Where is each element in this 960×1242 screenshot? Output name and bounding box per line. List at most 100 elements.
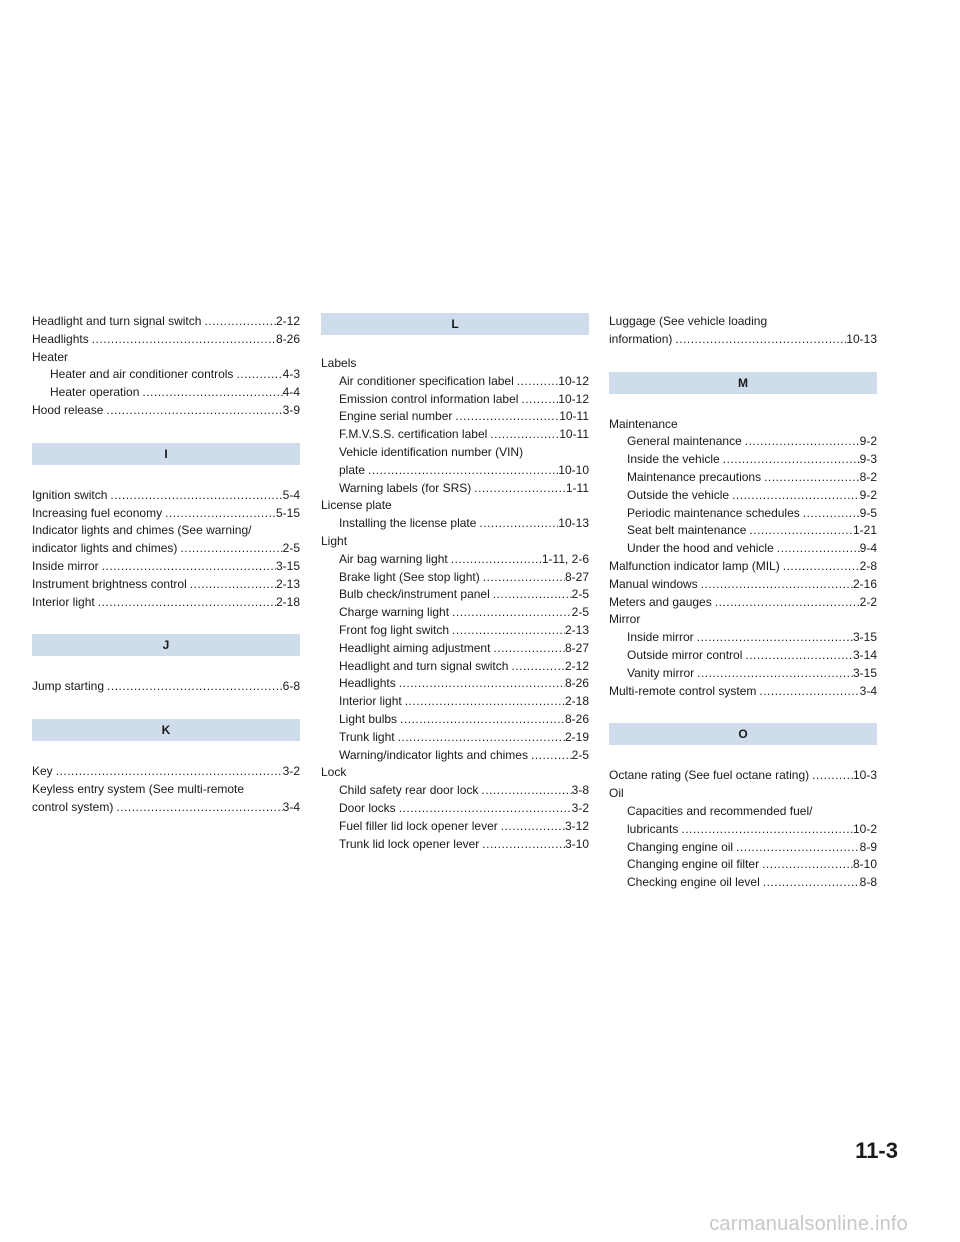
index-entry-page: 10-12 bbox=[558, 373, 589, 388]
index-letter-heading: M bbox=[609, 371, 877, 394]
dot-leader bbox=[774, 540, 860, 558]
index-entry-label: lubricants bbox=[627, 821, 679, 836]
index-entry-page: 1-21 bbox=[852, 523, 877, 538]
index-entry-label: Under the hood and vehicle bbox=[627, 541, 774, 556]
index-entry: Multi-remote control system3-4 bbox=[609, 683, 877, 701]
dot-leader bbox=[490, 586, 572, 604]
index-entry: Changing engine oil8-9 bbox=[609, 839, 877, 857]
index-entry-label: Headlights bbox=[339, 676, 396, 691]
index-entry-label: Malfunction indicator lamp (MIL) bbox=[609, 558, 780, 573]
index-entry-label: Octane rating (See fuel octane rating) bbox=[609, 768, 810, 783]
index-entry-label: Inside mirror bbox=[627, 630, 694, 645]
dot-leader bbox=[449, 622, 565, 640]
index-entry-page: 8-26 bbox=[564, 711, 589, 726]
index-entry-label: Brake light (See stop light) bbox=[339, 569, 480, 584]
dot-leader bbox=[452, 408, 559, 426]
index-entry-label: Inside mirror bbox=[32, 558, 99, 573]
dot-leader bbox=[487, 426, 559, 444]
index-column-1: Headlight and turn signal switch2-12Head… bbox=[32, 313, 300, 817]
index-entry-page: 10-11 bbox=[559, 427, 589, 442]
index-entry: indicator lights and chimes)2-5 bbox=[32, 540, 300, 558]
dot-leader bbox=[162, 505, 276, 523]
index-entry-label: Heater operation bbox=[50, 385, 140, 400]
dot-leader bbox=[800, 505, 860, 523]
index-entry-page: 2-12 bbox=[564, 658, 589, 673]
index-entry-page: 10-10 bbox=[558, 462, 589, 477]
index-entry-label: Manual windows bbox=[609, 576, 698, 591]
index-entry-label: Bulb check/instrument panel bbox=[339, 587, 490, 602]
index-entry: Air conditioner specification label10-12 bbox=[321, 373, 589, 391]
index-entry-page: 9-4 bbox=[859, 541, 877, 556]
index-entry-page: 1-11 bbox=[565, 480, 589, 495]
index-entry: plate10-10 bbox=[321, 462, 589, 480]
index-entry-page: 9-2 bbox=[859, 487, 877, 502]
index-entry-label: Ignition switch bbox=[32, 487, 108, 502]
index-column-3: Luggage (See vehicle loading information)… bbox=[609, 313, 877, 892]
index-entry-page: 2-2 bbox=[859, 594, 877, 609]
index-letter-heading: K bbox=[32, 719, 300, 742]
dot-leader bbox=[104, 678, 283, 696]
index-entry-label: Front fog light switch bbox=[339, 622, 450, 637]
index-entry: Trunk lid lock opener lever3-10 bbox=[321, 836, 589, 854]
index-entry: information)10-13 bbox=[609, 331, 877, 349]
index-entry: Under the hood and vehicle 9-4 bbox=[609, 540, 877, 558]
index-entry-label: F.M.V.S.S. certification label bbox=[339, 427, 488, 442]
dot-leader bbox=[448, 551, 542, 569]
dot-leader bbox=[742, 433, 860, 451]
index-entry-page: 8-2 bbox=[859, 469, 877, 484]
footer-watermark: carmanualsonline.info bbox=[709, 1213, 908, 1235]
index-entry-label: Interior light bbox=[32, 594, 95, 609]
index-entry-page: 9-2 bbox=[859, 434, 877, 449]
index-entry-page: 8-8 bbox=[859, 875, 877, 890]
index-entry: Engine serial number10-11 bbox=[321, 408, 589, 426]
index-entry-page: 2-8 bbox=[859, 558, 877, 573]
index-entry-page: 2-5 bbox=[571, 747, 589, 762]
index-entry: Outside the vehicle9-2 bbox=[609, 487, 877, 505]
index-entry-label: Key bbox=[32, 764, 53, 779]
index-entry: Maintenance precautions8-2 bbox=[609, 469, 877, 487]
index-term: Lock bbox=[321, 765, 347, 780]
dot-leader bbox=[733, 839, 860, 857]
index-entry-page: 2-5 bbox=[282, 541, 300, 556]
index-entry-page: 8-10 bbox=[852, 857, 877, 872]
index-entry: Bulb check/instrument panel2-5 bbox=[321, 586, 589, 604]
index-letter-heading: I bbox=[32, 442, 300, 465]
index-term: Luggage (See vehicle loading bbox=[609, 314, 768, 328]
index-entry-page: 5-15 bbox=[275, 505, 300, 520]
dot-leader bbox=[694, 665, 853, 683]
index-entry-label: Increasing fuel economy bbox=[32, 505, 163, 520]
index-entry: Warning/indicator lights and chimes2-5 bbox=[321, 747, 589, 765]
index-entry: Hood release3-9 bbox=[32, 402, 300, 420]
index-entry: Inside mirror3-15 bbox=[609, 629, 877, 647]
dot-leader bbox=[746, 522, 853, 540]
index-entry-page: 9-5 bbox=[859, 505, 877, 520]
index-entry-page: 8-26 bbox=[275, 331, 300, 346]
index-entry: Brake light (See stop light)8-27 bbox=[321, 569, 589, 587]
index-entry-page: 10-13 bbox=[846, 331, 877, 346]
index-entry-page: 8-27 bbox=[564, 640, 589, 655]
index-term: Indicator lights and chimes (See warning… bbox=[32, 523, 252, 538]
index-entry-label: Inside the vehicle bbox=[627, 452, 720, 467]
index-entry-label: Vanity mirror bbox=[627, 665, 695, 680]
dot-leader bbox=[365, 462, 558, 480]
index-entry: Periodic maintenance schedules9-5 bbox=[609, 505, 877, 523]
index-entry-page: 4-3 bbox=[282, 367, 300, 382]
index-entry-page: 5-4 bbox=[282, 487, 300, 502]
index-entry-page: 3-4 bbox=[859, 683, 877, 698]
index-entry: Meters and gauges2-2 bbox=[609, 594, 877, 612]
index-entry-label: Hood release bbox=[32, 402, 104, 417]
index-entry-page: 3-14 bbox=[852, 647, 877, 662]
index-entry-label: Door locks bbox=[339, 800, 396, 815]
dot-leader bbox=[678, 821, 853, 839]
dot-leader bbox=[476, 515, 558, 533]
index-entry-page: 3-12 bbox=[564, 818, 589, 833]
dot-leader bbox=[187, 576, 276, 594]
index-entry: Charge warning light2-5 bbox=[321, 604, 589, 622]
index-entry: Heater operation4-4 bbox=[32, 384, 300, 402]
index-term: Oil bbox=[609, 786, 624, 801]
dot-leader bbox=[397, 711, 565, 729]
index-entry-page: 3-10 bbox=[564, 836, 589, 851]
index-entry-label: Engine serial number bbox=[339, 409, 453, 424]
dot-leader bbox=[809, 767, 853, 785]
index-entry: Seat belt maintenance1-21 bbox=[609, 522, 877, 540]
